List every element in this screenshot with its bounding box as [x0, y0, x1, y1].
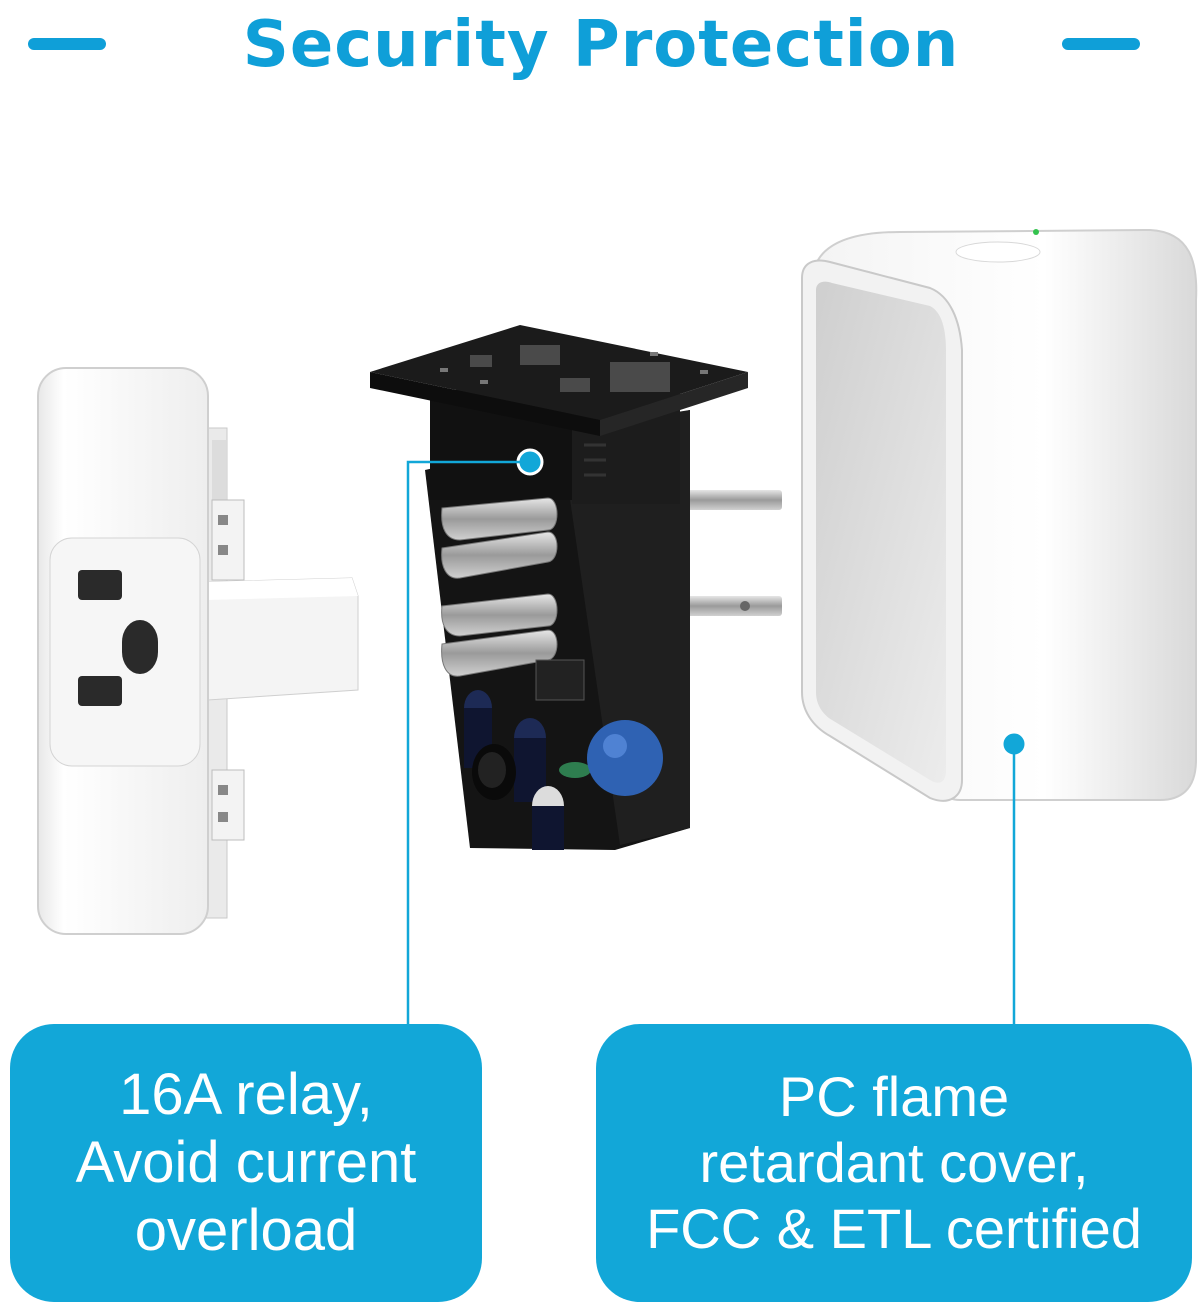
outlet-faceplate-icon	[37, 367, 359, 935]
relay-callout: 16A relay, Avoid current overload	[10, 1024, 482, 1302]
capacitor-group	[464, 690, 591, 850]
relay-callout-line-2: Avoid current	[75, 1130, 417, 1195]
relay-callout-line-1: 16A relay,	[119, 1062, 373, 1127]
relay-callout-line-3: overload	[134, 1198, 358, 1263]
title-bar: Security Protection	[0, 0, 1202, 100]
circuit-board-icon	[370, 325, 782, 850]
cover-callout-line-1: PC flame	[778, 1065, 1010, 1128]
cover-callout-line-3: FCC & ETL certified	[646, 1197, 1142, 1260]
varistor-icon	[587, 720, 663, 796]
title-dash-left	[28, 38, 106, 50]
page-title: Security Protection	[242, 8, 960, 82]
cover-callout-line-2: retardant cover,	[699, 1131, 1089, 1194]
title-dash-right	[1062, 38, 1140, 50]
metal-clip	[441, 497, 558, 677]
cover-shell-icon	[801, 228, 1198, 802]
chip-icon	[535, 659, 585, 701]
cover-callout: PC flame retardant cover, FCC & ETL cert…	[596, 1024, 1192, 1302]
callout-leader-lines	[406, 460, 1016, 1026]
